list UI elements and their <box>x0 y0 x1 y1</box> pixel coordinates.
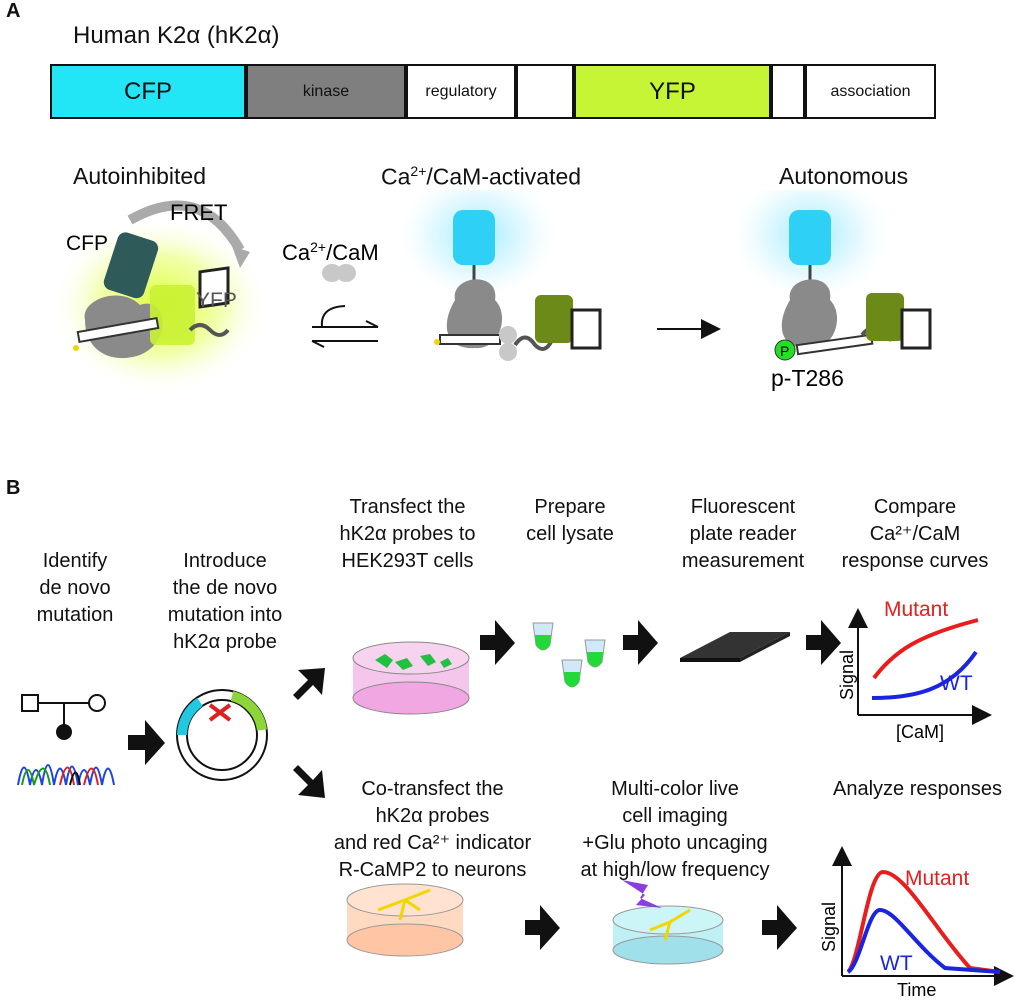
phospho-p: P <box>780 343 789 359</box>
domain-yfp: YFP <box>574 64 771 119</box>
domain-linker-2 <box>771 64 805 119</box>
wt-curve <box>846 907 1001 974</box>
wt-label: WT <box>880 952 913 975</box>
pedigree-icon <box>17 694 115 786</box>
lysate-tubes-icon <box>532 622 606 688</box>
flow-arrows <box>128 620 841 950</box>
plate-reader-icon <box>680 632 790 662</box>
fret-label: FRET <box>170 200 227 225</box>
neuron-dish-icon <box>346 883 464 957</box>
activated-schematic <box>393 190 602 361</box>
state-autonomous: Autonomous <box>779 163 909 189</box>
mutant-label: Mutant <box>884 598 948 621</box>
step-analyze: Analyze responses <box>833 778 1002 800</box>
panel-b-schematic: Mutant WT Signal [CaM] Mutant WT Signal … <box>17 598 1014 1000</box>
domain-cfp: CFP <box>50 64 246 119</box>
domain-regulatory: regulatory <box>406 64 516 119</box>
state-autoinhibited: Autoinhibited <box>73 163 206 189</box>
cacam-label: Ca2+/CaM <box>282 239 379 265</box>
yfp-label: YFP <box>196 289 237 312</box>
response-time-plot: Mutant WT Signal Time <box>819 846 1014 1000</box>
response-curve-plot: Mutant WT Signal [CaM] <box>837 598 992 742</box>
panel-a-schematic: FRET CFP YFP Ca2+/CaM P p-T286 <box>50 190 932 395</box>
pt286-label: p-T286 <box>771 365 844 391</box>
autonomous-schematic: P <box>726 190 932 361</box>
xlabel: [CaM] <box>896 722 944 742</box>
plasmid-icon <box>176 689 268 781</box>
domain-linker <box>516 64 574 119</box>
mutant-curve <box>872 618 979 680</box>
panel-b-letter: B <box>6 477 21 499</box>
xlabel: Time <box>897 980 936 1000</box>
autoinhibited-schematic <box>50 200 270 395</box>
imaging-dish-icon <box>612 880 724 965</box>
domain-association: association <box>805 64 936 119</box>
hek-dish-icon <box>352 641 470 715</box>
mutant-label: Mutant <box>905 867 969 890</box>
ylabel: Signal <box>837 650 857 700</box>
panel-a-letter: A <box>6 0 21 22</box>
ylabel: Signal <box>819 902 839 952</box>
domain-kinase: kinase <box>246 64 406 119</box>
cfp-label: CFP <box>66 232 108 255</box>
mutant-curve <box>846 869 1001 974</box>
construct-title: Human K2α (hK2α) <box>73 22 280 49</box>
wt-label: WT <box>940 672 973 695</box>
wt-curve <box>871 650 978 700</box>
state-activated: Ca2+/CaM-activated <box>381 163 582 190</box>
